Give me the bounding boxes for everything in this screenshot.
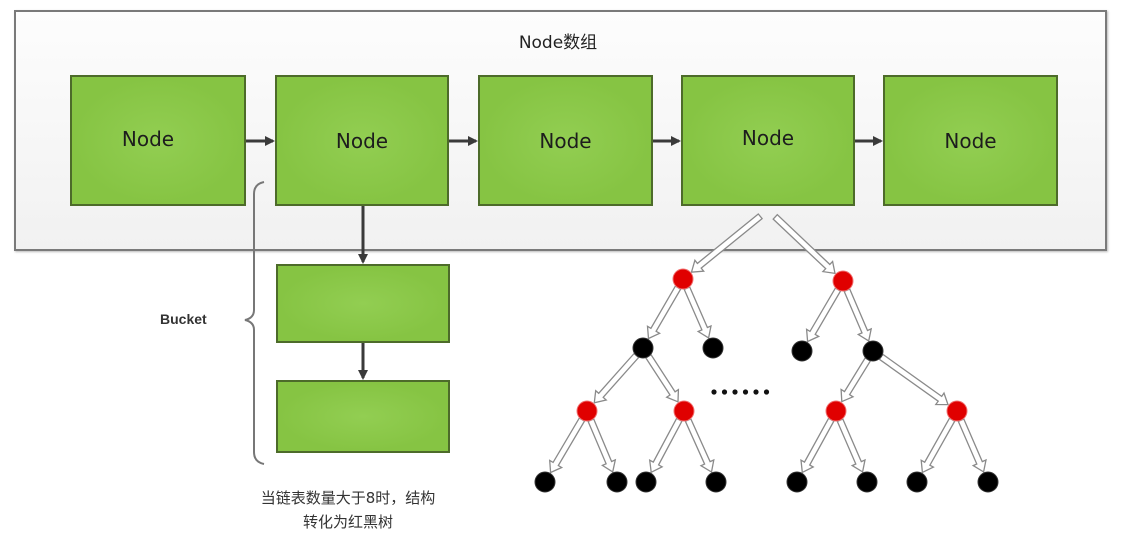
node-label: Node — [121, 126, 175, 151]
note-line-1: 当链表数量大于8时，结构 — [260, 489, 436, 507]
array-node-2: Node — [275, 75, 449, 206]
tree-edge — [836, 418, 866, 473]
red-tree-node — [832, 270, 854, 292]
ellipsis-dot — [721, 389, 728, 395]
black-tree-node — [791, 340, 813, 362]
tree-edge — [840, 357, 872, 403]
black-tree-node — [906, 471, 928, 493]
red-tree-node — [576, 400, 598, 422]
tree-edge — [920, 417, 956, 474]
bucket-node-1 — [276, 264, 450, 343]
ellipsis-dot — [763, 389, 770, 395]
node-label: Node — [539, 128, 592, 153]
red-tree-node — [825, 400, 847, 422]
tree-link-array-right-root — [772, 213, 836, 275]
ellipsis-dots — [711, 389, 770, 395]
node-label: Node — [335, 128, 389, 153]
tree-edge — [644, 353, 680, 403]
conversion-note: 当链表数量大于8时，结构 转化为红黑树 — [228, 486, 468, 534]
tree-edge — [587, 418, 617, 473]
ellipsis-dot — [753, 389, 759, 395]
black-tree-node — [786, 471, 808, 493]
tree-edge — [548, 417, 586, 474]
array-node-3: Node — [478, 75, 653, 206]
black-tree-node — [635, 471, 657, 493]
bucket-brace — [244, 181, 265, 465]
tree-edge — [684, 418, 715, 474]
black-tree-node — [856, 471, 878, 493]
red-tree-node — [672, 268, 694, 290]
red-tree-node — [673, 400, 695, 422]
tree-edge — [593, 352, 640, 404]
tree-edge — [957, 418, 987, 473]
black-tree-node — [632, 337, 654, 359]
array-node-4: Node — [681, 75, 855, 206]
array-title: Node数组 — [518, 33, 598, 53]
bucket-label: Bucket — [160, 311, 207, 327]
black-tree-node — [705, 471, 727, 493]
tree-edge — [805, 287, 842, 343]
tree-link-array-left-root — [690, 213, 764, 273]
black-tree-node — [977, 471, 999, 493]
ellipsis-dot — [732, 389, 738, 395]
red-tree-node — [946, 400, 968, 422]
ellipsis-dot — [711, 389, 717, 395]
tree-edge — [683, 286, 712, 339]
tree-edge — [843, 288, 873, 342]
note-line-2: 转化为红黑树 — [302, 513, 393, 531]
tree-edge — [800, 417, 835, 474]
bucket-node-2 — [276, 380, 450, 453]
tree-edge — [878, 353, 949, 406]
black-tree-node — [534, 471, 556, 493]
array-node-5: Node — [883, 75, 1058, 206]
tree-edge — [648, 417, 683, 474]
tree-edge — [646, 285, 682, 340]
black-tree-node — [862, 340, 884, 362]
node-label: Node — [741, 125, 795, 150]
ellipsis-dot — [742, 389, 749, 395]
node-label: Node — [944, 128, 997, 153]
array-node-1: Node — [70, 75, 246, 206]
black-tree-node — [606, 471, 628, 493]
black-tree-node — [702, 337, 724, 359]
